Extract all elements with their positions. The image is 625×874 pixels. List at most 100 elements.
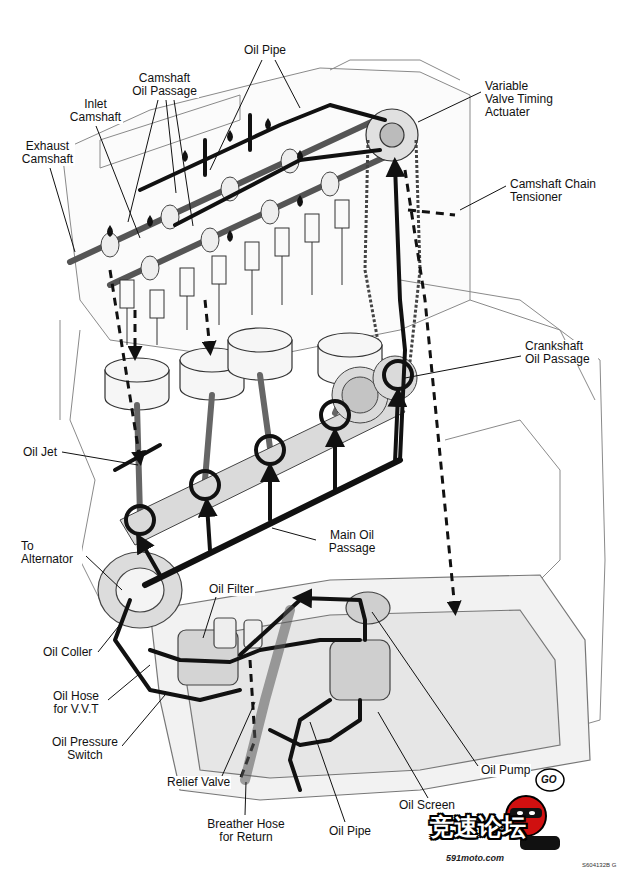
oil-flow <box>268 470 272 520</box>
engine-outline <box>62 68 470 360</box>
watermark-go: GO <box>541 774 557 785</box>
valves <box>305 214 319 242</box>
crankshaft-oil-passage <box>321 401 349 429</box>
valves <box>187 296 188 330</box>
valves <box>252 270 253 315</box>
oil-flow <box>333 435 337 490</box>
breather-hose <box>245 610 290 780</box>
valves <box>282 256 283 305</box>
valves <box>127 308 128 345</box>
engine-outline <box>445 420 560 600</box>
return-flow <box>134 310 137 355</box>
leader-line <box>174 100 193 226</box>
watermark-big: 竞速论坛 <box>430 813 526 841</box>
part-label: Oil Pressure Switch <box>48 736 122 762</box>
watermark-mascot <box>520 836 560 850</box>
leader-line <box>272 528 316 540</box>
crankshaft-oil-passage <box>256 436 284 464</box>
leader-line <box>166 100 176 193</box>
oil-flow <box>140 540 160 575</box>
part-label: Breather Hose for Return <box>204 818 288 844</box>
valves <box>245 242 259 270</box>
leader-line <box>50 168 75 252</box>
cam-lobes <box>261 200 279 224</box>
crankshaft-oil-passage <box>126 506 154 534</box>
return-flow <box>110 270 140 460</box>
breather-hose <box>245 610 290 780</box>
return-flow <box>205 300 210 350</box>
oil-filter <box>214 618 236 648</box>
part-label: Relief Valve <box>166 776 231 789</box>
leader-line <box>460 186 506 210</box>
valves <box>342 228 343 285</box>
leader-line <box>96 126 140 238</box>
oil-flow <box>207 505 210 550</box>
part-label: Exhaust Camshaft <box>20 140 75 166</box>
camshafts <box>70 118 400 285</box>
part-label: Oil Hose for V.V.T <box>46 690 106 716</box>
part-label: Crankshaft Oil Passage <box>524 340 598 366</box>
valves <box>219 284 220 325</box>
figure-code: S604132B G <box>582 862 616 869</box>
leader-line <box>62 452 138 465</box>
leader-line <box>50 60 521 822</box>
leader-line <box>310 722 345 822</box>
oil-flow <box>270 700 360 745</box>
leader-line <box>98 622 122 652</box>
part-label: Oil Coller <box>42 646 93 659</box>
cam-lobes <box>141 256 159 280</box>
part-label: Oil Pipe <box>243 44 287 57</box>
valves <box>120 280 134 308</box>
part-label: Oil Jet <box>22 446 58 459</box>
leader-line <box>128 100 158 222</box>
oil-pan <box>150 575 590 800</box>
watermark-mascot <box>536 769 564 791</box>
pistons <box>318 333 382 357</box>
crankshaft <box>373 356 417 400</box>
camshafts <box>110 150 400 285</box>
leader-line <box>108 665 150 700</box>
camshafts <box>70 118 380 262</box>
leader-line <box>210 60 262 170</box>
leader-line <box>418 92 481 122</box>
oil-cooler <box>98 552 182 628</box>
main-oil-passage <box>145 460 400 585</box>
oil-drops <box>297 195 303 207</box>
oil-flow <box>115 105 405 790</box>
valves <box>335 200 349 228</box>
part-label: Oil Filter <box>208 583 255 596</box>
part-label: Oil Pump <box>480 764 531 777</box>
valves <box>150 290 164 318</box>
leader-line <box>372 612 478 766</box>
oil-drops <box>227 230 233 242</box>
valves <box>180 268 194 296</box>
part-label: To Alternator <box>20 540 82 566</box>
connecting-rods <box>205 395 212 480</box>
connecting-rods <box>137 405 140 515</box>
leader-line <box>378 712 428 798</box>
pistons <box>228 328 292 352</box>
leader-line <box>203 597 216 638</box>
pistons <box>105 358 169 382</box>
cam-lobes <box>321 172 339 196</box>
leader-line <box>405 356 521 378</box>
engine-outline <box>330 60 460 80</box>
valves <box>312 242 313 295</box>
vvt-actuator <box>380 123 404 147</box>
watermark-url: 591moto.com <box>446 853 504 863</box>
oil-drops <box>107 118 303 242</box>
oil-flow <box>115 445 160 470</box>
engine-outline <box>60 320 61 420</box>
leader-line <box>122 695 165 746</box>
oil-pump <box>330 640 390 700</box>
return-flow <box>405 170 455 610</box>
crankshaft-oil-passage <box>126 361 412 534</box>
valves <box>275 228 289 256</box>
part-label: Camshaft Oil Passage <box>130 72 199 98</box>
oil-pan <box>150 575 590 800</box>
oil-drops <box>265 118 271 130</box>
oil-cooler <box>98 552 182 628</box>
part-label: Variable Valve Timing Actuater <box>484 80 559 119</box>
part-label: Camshaft Chain Tensioner <box>509 178 601 204</box>
oil-cooler <box>116 568 164 612</box>
